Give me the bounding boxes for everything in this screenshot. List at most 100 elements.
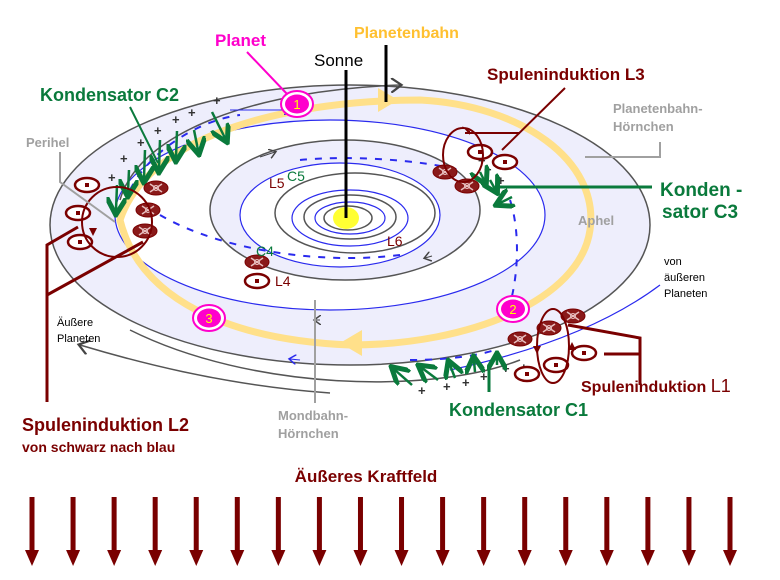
field-arrow-down-icon — [66, 497, 81, 566]
coil-cross-icon — [135, 202, 161, 218]
field-arrow-down-icon — [681, 497, 696, 566]
label-mondbahn-hoernchen: Mondbahn- — [278, 408, 348, 423]
label-aeusseres-kraftfeld: Äußeres Kraftfeld — [295, 467, 438, 486]
label-spuleninduktion-l3: Spuleninduktion L3 — [487, 65, 645, 84]
field-arrow-down-icon — [271, 497, 286, 566]
coil-dot-icon — [491, 153, 519, 171]
field-arrow-down-icon — [476, 497, 491, 566]
l2-pointer — [46, 240, 144, 297]
plus-sign: + — [172, 112, 180, 127]
label-aphel: Aphel — [578, 213, 614, 228]
loop-arrow — [568, 342, 576, 350]
planetenbahn-hoernchen-pointer — [585, 142, 661, 158]
coil-dot-icon — [466, 143, 494, 161]
orbit-direction-arrow — [378, 88, 398, 112]
label-perihel: Perihel — [26, 135, 69, 150]
plus-sign: + — [462, 375, 470, 390]
planet-2[interactable]: 2 — [496, 295, 530, 323]
capacitor-c2-arrows — [116, 111, 225, 210]
plus-sign: + — [484, 162, 492, 177]
field-arrow-down-icon — [148, 497, 163, 566]
planet-orbit-path — [116, 96, 595, 349]
plus-sign: + — [120, 151, 128, 166]
coil-cross-icon — [132, 223, 158, 239]
coil-cross-icon — [560, 308, 586, 324]
label-spuleninduktion-l1: Spuleninduktion L1 — [581, 376, 731, 396]
label-von-aeusseren-planeten: von — [664, 256, 682, 268]
label-planetenbahn: Planetenbahn — [354, 25, 459, 42]
field-arrow-down-icon — [558, 497, 573, 566]
planet-number: 1 — [293, 97, 300, 112]
l2-pointer — [45, 225, 79, 402]
l1-pointer — [567, 323, 642, 385]
orbit-direction-arrow — [340, 330, 362, 356]
kondensator-c2-pointer — [129, 106, 159, 164]
label-l5: L5 — [269, 175, 285, 191]
label-c4: C4 — [256, 243, 274, 259]
field-arrow-down-icon — [599, 497, 614, 566]
coil-cross-icon — [244, 254, 270, 270]
field-arrow-down-icon — [107, 497, 122, 566]
field-arrow-down-icon — [517, 497, 532, 566]
perihel-pointer — [59, 152, 116, 223]
plus-sign: + — [497, 173, 505, 188]
field-arrow-down-icon — [640, 497, 655, 566]
label-planetenbahn-hoernchen: Hörnchen — [613, 119, 674, 134]
loop-arrow — [89, 228, 97, 236]
plus-sign: + — [480, 369, 488, 384]
label-spuleninduktion-l2: Spuleninduktion L2 — [22, 415, 189, 435]
field-arrow-down-icon — [230, 497, 245, 566]
plus-sign: + — [502, 361, 510, 376]
label-l6: L6 — [387, 233, 403, 249]
planet-pointer — [246, 51, 289, 96]
coil-dot-icon — [73, 176, 101, 194]
blue-orbit-arrow — [290, 359, 301, 360]
label-kondensator-c2: Kondensator C2 — [40, 85, 179, 105]
outer-black-path — [80, 345, 331, 394]
label-spuleninduktion-l2-sub: von schwarz nach blau — [22, 439, 175, 455]
plus-sign: + — [443, 379, 451, 394]
coil-dot-icon — [64, 204, 92, 222]
coil-dot-icon — [513, 365, 541, 383]
planet-1[interactable]: 1 — [280, 90, 314, 118]
label-planetenbahn-hoernchen: Planetenbahn- — [613, 101, 703, 116]
plus-sign: + — [188, 105, 196, 120]
plus-sign: + — [154, 123, 162, 138]
label-kondensator-c1: Kondensator C1 — [449, 400, 588, 420]
label-l4: L4 — [275, 273, 291, 289]
loop-arrow — [533, 346, 541, 354]
plus-sign: + — [213, 93, 221, 108]
label-aeussere-planeten: Äußere — [57, 317, 93, 329]
label-kondensator-c3: Konden - — [660, 180, 742, 201]
label-mondbahn-hoernchen: Hörnchen — [278, 426, 339, 441]
planet-number: 3 — [205, 311, 212, 326]
plus-sign: + — [137, 135, 145, 150]
field-arrow-down-icon — [312, 497, 327, 566]
planet-3[interactable]: 3 — [192, 304, 226, 332]
field-arrow-down-icon — [394, 497, 409, 566]
l3-pointer — [501, 87, 566, 151]
field-arrow-down-icon — [353, 497, 368, 566]
label-kondensator-c3: sator C3 — [662, 202, 738, 223]
plus-sign: + — [418, 383, 426, 398]
field-arrow-down-icon — [723, 497, 737, 566]
field-arrow-down-icon — [435, 497, 450, 566]
field-arrow-down-icon — [189, 497, 204, 566]
label-sonne: Sonne — [314, 51, 363, 70]
capacitor-c3-arrows — [480, 172, 512, 203]
coil-cross-icon — [507, 331, 533, 347]
coil-cross-icon — [143, 180, 169, 196]
label-c5: C5 — [287, 168, 305, 184]
capacitor-c1-arrows — [395, 358, 497, 386]
coil-dot-icon — [570, 344, 598, 362]
label-planet: Planet — [215, 31, 266, 50]
field-arrow-down-icon — [25, 497, 39, 566]
coil-dot-icon — [542, 356, 570, 374]
coil-dot-icon — [243, 272, 271, 290]
planet-number: 2 — [509, 302, 516, 317]
coil-cross-icon — [536, 320, 562, 336]
induction-loop-l3 — [442, 127, 484, 183]
plus-sign: + — [108, 170, 116, 185]
label-aeussere-planeten: Planeten — [57, 333, 100, 345]
